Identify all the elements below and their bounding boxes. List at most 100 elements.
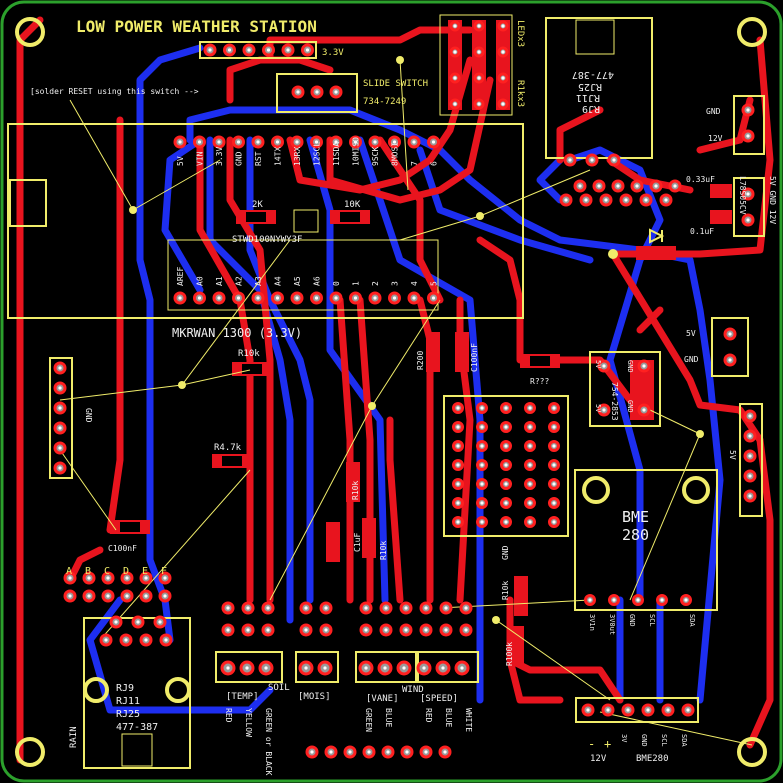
- c100nf-a-label: C100nF: [470, 343, 479, 372]
- pad-hole: [226, 666, 230, 670]
- pad-hole: [384, 628, 388, 632]
- wire-wind-2: BLUE: [384, 708, 393, 727]
- pad-hole: [392, 140, 397, 144]
- rj-bottom-3: RJ25: [116, 709, 140, 720]
- pin-label: 12SCL: [313, 142, 322, 166]
- pad-hole: [136, 620, 140, 624]
- dc-dc-outline: [589, 351, 661, 427]
- pad-hole: [456, 444, 460, 448]
- pad-hole: [443, 750, 447, 754]
- pad-hole: [604, 198, 608, 202]
- pad-hole: [528, 406, 532, 410]
- pad-hole: [405, 750, 409, 754]
- regulator-pins: 5V GND 12V: [768, 176, 777, 224]
- wire-wind-5: WHITE: [464, 708, 473, 732]
- wire-temp-3: GREEN or BLACK: [264, 708, 273, 776]
- pad-hole: [552, 520, 556, 524]
- pad-hole: [453, 24, 457, 28]
- pad-hole: [453, 102, 457, 106]
- pad-hole: [578, 184, 582, 188]
- pad-hole: [552, 444, 556, 448]
- reset-note: [solder RESET using this switch -->: [30, 87, 199, 96]
- pin-label: A3: [254, 276, 263, 286]
- pad-hole: [334, 140, 338, 144]
- cap-01-label: 0.1uF: [690, 227, 714, 236]
- pad-hole: [144, 576, 148, 580]
- pad-hole: [323, 666, 327, 670]
- pin-label: 3.3V: [215, 147, 224, 166]
- pad-hole: [552, 406, 556, 410]
- pad-hole: [68, 576, 72, 580]
- pad-hole: [746, 134, 750, 138]
- pad-hole: [178, 296, 182, 300]
- pad-hole: [646, 708, 650, 712]
- pad-hole: [612, 598, 616, 602]
- pin-label: 7: [410, 161, 419, 166]
- pad-hole: [748, 414, 752, 418]
- pad-hole: [106, 576, 110, 580]
- pad-hole: [456, 482, 460, 486]
- pad-hole: [616, 184, 620, 188]
- dc-pin-2: GND: [626, 360, 634, 373]
- pin-label: 8MOSI: [391, 142, 400, 166]
- pad-hole: [480, 444, 484, 448]
- pad-hole: [373, 296, 377, 300]
- proto-area-outline: [443, 395, 569, 537]
- pad-hole: [456, 520, 460, 524]
- temp-label: [TEMP]: [226, 692, 259, 702]
- pad-hole: [348, 750, 352, 754]
- pad-hole: [686, 708, 690, 712]
- c100nf-b-label: C100nF: [108, 544, 137, 553]
- pad-hole: [528, 463, 532, 467]
- bme-mount-hole: [682, 476, 710, 504]
- mkrwan-label: MKRWAN 1300 (3.3V): [172, 326, 302, 340]
- pad-hole: [264, 666, 268, 670]
- pin-label: 2: [371, 281, 380, 286]
- header-3v3-label: 3.3V: [322, 48, 344, 58]
- pad-hole: [504, 501, 508, 505]
- pad-hole: [246, 606, 250, 610]
- pad-hole: [208, 48, 212, 52]
- rj-letter: B: [85, 566, 91, 577]
- pad-hole: [158, 620, 162, 624]
- r10k-mid2-label: R10k: [379, 541, 388, 560]
- pad-hole: [125, 594, 129, 598]
- pad-hole: [528, 444, 532, 448]
- pad-hole: [728, 358, 732, 362]
- usb-outline: [9, 179, 47, 227]
- pad-hole: [501, 24, 505, 28]
- rj-top-outline: [545, 17, 653, 159]
- pad-hole: [501, 76, 505, 80]
- rj-top-2: RJ11: [576, 92, 600, 103]
- rj-top-1: RJ9: [582, 103, 600, 114]
- pad-hole: [597, 184, 601, 188]
- pad-hole: [673, 184, 677, 188]
- pad-hole: [568, 158, 572, 162]
- pad-hole: [217, 296, 221, 300]
- c1uf-label: C1uF: [353, 533, 362, 552]
- rj-top-3: RJ25: [578, 81, 602, 92]
- pad-hole: [104, 638, 108, 642]
- pad-hole: [528, 425, 532, 429]
- pad-hole: [552, 425, 556, 429]
- pad-hole: [746, 192, 750, 196]
- r10k-left-label: R10k: [238, 349, 260, 359]
- pad-hole: [217, 140, 221, 144]
- pad-hole: [552, 501, 556, 505]
- pad-hole: [295, 296, 299, 300]
- pad-hole: [386, 750, 390, 754]
- pad-hole: [660, 598, 664, 602]
- pad-hole: [275, 140, 280, 144]
- pad-hole: [635, 184, 639, 188]
- pad-hole: [236, 296, 241, 300]
- pad-hole: [197, 140, 202, 144]
- pin-label: 4: [410, 281, 419, 286]
- pin-label: A5: [293, 276, 302, 286]
- pin-label: 11SDA: [332, 142, 341, 166]
- pin-label: 0: [332, 281, 341, 286]
- pin-label: 5: [430, 281, 439, 286]
- pad-hole: [402, 666, 406, 670]
- dc-pin-4: 5V: [594, 404, 602, 413]
- rj-letter: D: [123, 566, 129, 577]
- pad-hole: [477, 76, 481, 80]
